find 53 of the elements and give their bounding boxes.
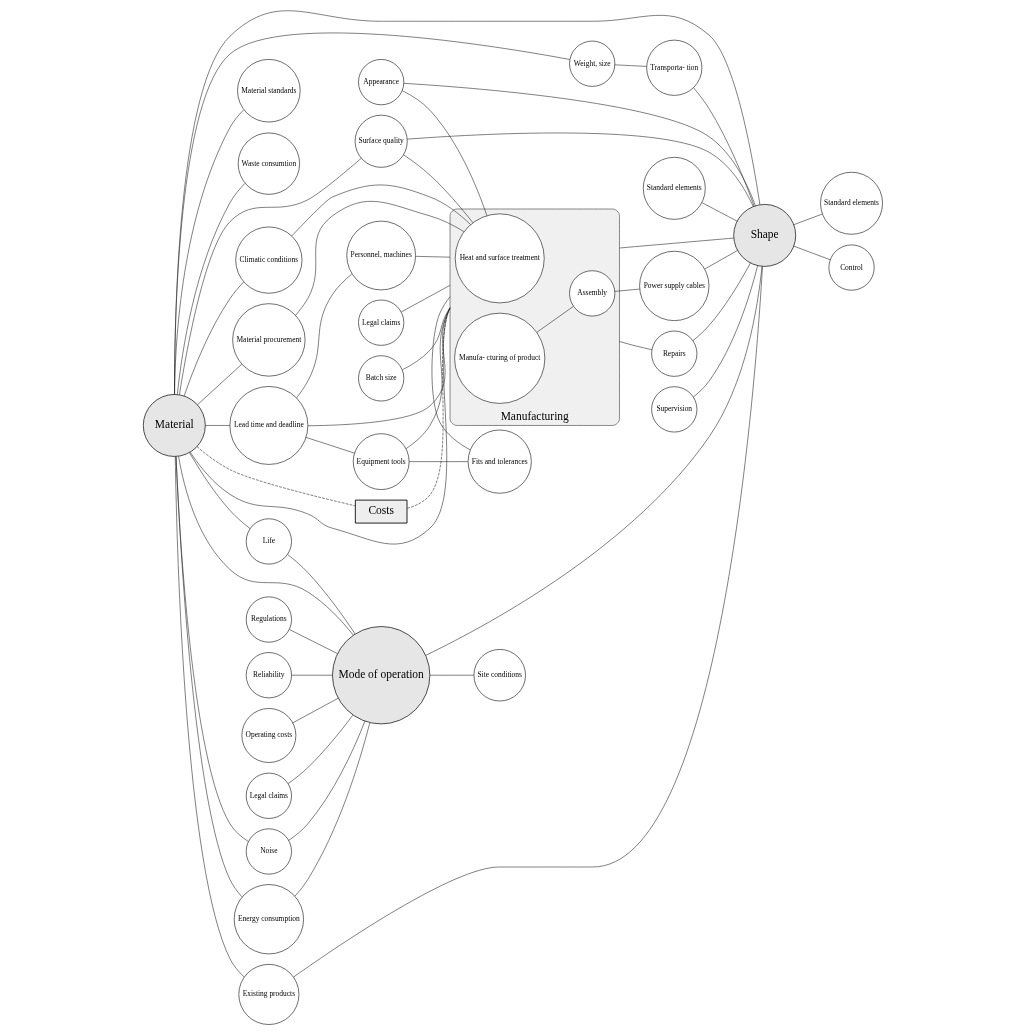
connector (189, 307, 450, 545)
node-box: Costs (354, 499, 407, 524)
connector (307, 307, 450, 427)
connector (400, 285, 450, 313)
connector (701, 202, 737, 222)
connector (178, 158, 362, 395)
connector (704, 250, 738, 270)
connector (793, 213, 823, 225)
connector (408, 461, 468, 462)
connector (614, 288, 640, 292)
connector (294, 201, 464, 316)
connector (286, 554, 355, 635)
connector (403, 83, 756, 207)
connector (294, 722, 370, 897)
connector (173, 10, 760, 395)
connector (177, 455, 354, 636)
connector (692, 265, 758, 398)
connector (287, 714, 353, 784)
connector (305, 437, 355, 454)
connector (290, 674, 332, 676)
connector (406, 132, 754, 207)
connector (414, 256, 450, 258)
connector (793, 245, 830, 261)
connector (618, 341, 652, 350)
connector (295, 273, 352, 399)
connector (291, 698, 338, 724)
node-circle: Shape (732, 204, 796, 267)
connector (204, 425, 230, 426)
connector (196, 446, 356, 507)
connector (183, 281, 244, 397)
connector (173, 109, 244, 395)
connector (173, 32, 570, 395)
connector (287, 720, 365, 841)
connector (176, 183, 245, 395)
connector (196, 363, 242, 406)
connector (288, 629, 338, 654)
connector (174, 456, 245, 978)
connector (175, 456, 242, 898)
node-circle: Mode of operation (331, 626, 430, 725)
connector (692, 87, 754, 207)
connector (618, 237, 734, 249)
connector (614, 64, 647, 67)
connector (402, 154, 473, 224)
connector (425, 266, 762, 656)
connector (401, 307, 450, 371)
node-circle: Material (142, 394, 206, 457)
connector (692, 262, 751, 341)
connector (188, 452, 250, 529)
connector (401, 90, 487, 216)
connector (431, 296, 470, 451)
connector (429, 674, 474, 676)
connector (536, 306, 574, 333)
connector (292, 266, 763, 978)
